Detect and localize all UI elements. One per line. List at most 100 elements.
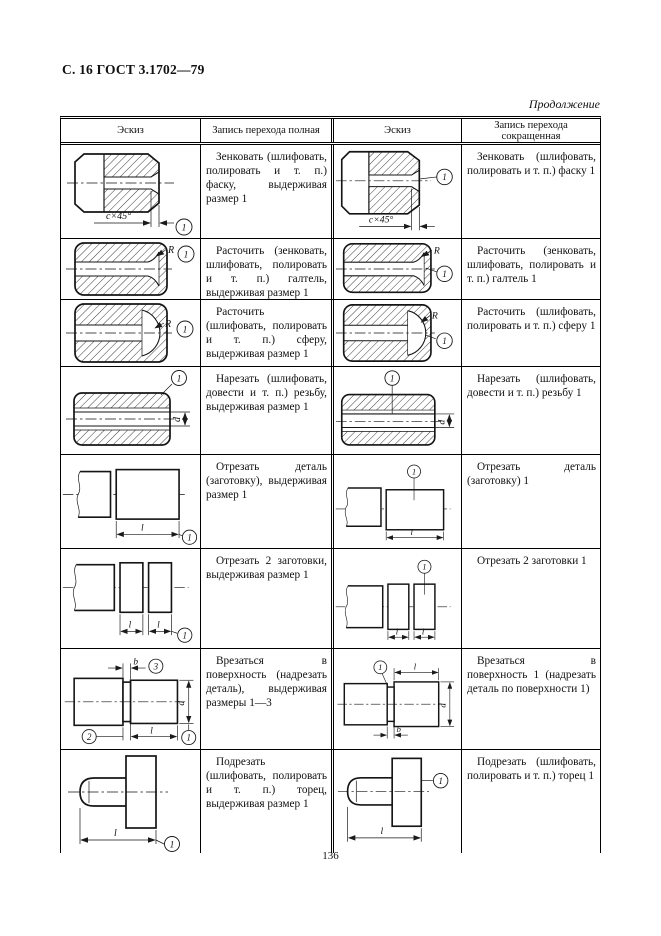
full-record-text: Врезаться в поверхность (надрезать детал… [206,655,327,709]
length-label: l [396,627,399,637]
full-record-text: Нарезать (шлифовать, довести и т. п.) ре… [206,373,327,413]
short-record-cell: Зенковать (шлифовать, полировать и т. п.… [462,145,600,238]
full-record-cell: Врезаться в поверхность (надрезать детал… [201,649,331,749]
balloon-1: 1 [417,559,432,574]
sketch-cell: l 1 [331,455,462,548]
length-label: l [141,524,144,534]
sketch-two-blanks-full: l l 1 [62,561,193,643]
col-header-sketch-full: Эскиз [61,119,201,142]
balloon-number: 1 [182,325,187,335]
sketch-cell: c×45° 1 [331,145,462,238]
table-row: R 1 Расточить (зенковать, шлифовать, пол… [61,239,600,300]
dim-label: c×45° [106,211,131,222]
sketch-two-blanks-short: l l 1 [335,559,451,640]
short-record-text: Подрезать (шлифовать, полировать и т. п.… [467,756,596,782]
balloon-1: 1 [176,320,193,338]
sketch-chamfer-short: c×45° 1 [335,150,453,231]
balloon-number: 2 [87,731,92,741]
balloon-number: 1 [422,563,426,572]
col-header-record-full: Запись перехода полная [212,125,320,136]
sketch-cutoff-full: l 1 [62,468,198,545]
balloon-1: 1 [432,772,449,788]
balloon-1: 1 [170,369,187,386]
balloon-number: 1 [442,269,447,279]
balloon-number: 1 [187,732,191,742]
full-record-cell: Нарезать (шлифовать, довести и т. п.) ре… [201,367,331,454]
balloon-number: 1 [181,223,186,233]
balloon-number: 1 [442,172,447,182]
balloon-1: 1 [384,369,400,386]
radius-label: R [167,245,174,256]
balloon-1: 1 [163,835,180,852]
diameter-label: d [437,419,448,424]
balloon-1: 1 [436,332,453,349]
short-record-text: Расточить (зенковать, шлифовать, полиров… [467,245,596,285]
balloon-1: 1 [177,627,193,643]
sketch-fillet-short: R 1 [335,242,453,294]
transitions-table: Эскиз Запись перехода полная Эскиз Запис… [60,116,601,853]
width-label: b [397,724,402,734]
balloon-number: 1 [390,373,395,383]
sketch-face-full: l 1 [67,754,180,852]
length-label: l [411,527,414,537]
balloon-number: 1 [442,336,447,346]
short-record-cell: Подрезать (шлифовать, полировать и т. п.… [462,750,600,853]
radius-label: R [433,245,440,256]
short-record-cell: Врезаться в поверхность 1 (надрезать дет… [462,649,600,749]
short-record-cell: Отрезать деталь (заготовку) 1 [462,455,600,548]
table-row: l l 1 Отрезать 2 заготовки, выдерживая р… [61,549,600,649]
length-label: l [422,627,425,637]
short-record-text: Отрезать 2 заготовки 1 [477,555,587,567]
full-record-text: Расточить (зенковать, шлифовать, полиров… [206,245,327,299]
page-title: С. 16 ГОСТ 3.1702—79 [62,62,205,77]
short-record-text: Отрезать деталь (заготовку) 1 [467,461,596,487]
sketch-cell: R 1 [331,300,462,366]
sketch-cell: R 1 [61,239,201,299]
balloon-number: 3 [153,661,159,671]
sketch-fillet-full: R 1 [65,242,194,296]
balloon-number: 1 [412,467,416,476]
diameter-label: d [438,702,448,707]
balloon-number: 1 [176,374,181,384]
sketch-thread-full: d 1 [65,369,190,446]
balloon-1: 1 [175,218,192,235]
full-record-cell: Расточить (зенковать, шлифовать, полиров… [201,239,331,299]
length-label: l [414,661,417,671]
short-record-cell: Расточить (шлифовать, полировать и т. п.… [462,300,600,366]
sketch-plunge-short: 1 l d b [337,659,455,739]
short-record-cell: Отрезать 2 заготовки 1 [462,549,600,648]
full-record-cell: Отрезать деталь (заготовку), выдерживая … [201,455,331,548]
balloon-number: 1 [438,775,443,785]
full-record-text: Расточить (шлифовать, полировать и т. п.… [206,306,327,360]
radius-label: R [431,310,438,321]
table-row: b 3 d 1 [61,649,600,750]
sketch-cell: l 1 [61,750,201,853]
sketch-cell: d 1 [61,367,201,454]
full-record-cell: Отрезать 2 заготовки, выдерживая размер … [201,549,331,648]
sketch-cell: d 1 [331,367,462,454]
sketch-sphere-short: R 1 [335,304,453,362]
balloon-3: 3 [148,658,164,674]
balloon-1: 1 [177,245,194,263]
length-label: l [114,828,117,839]
col-header-sketch-short: Эскиз [331,119,462,142]
radius-label: R [164,319,171,330]
short-record-text: Зенковать (шлифовать, полировать и т. п.… [467,151,596,177]
diameter-label: d [172,416,183,422]
balloon-1: 1 [373,659,388,674]
table-row: l 1 Подрезать (шлифовать, полировать и т… [61,750,600,853]
dim-label: c×45° [369,215,394,226]
continuation-label: Продолжение [528,97,600,111]
length-label: l [150,726,153,736]
diameter-label: d [177,700,187,705]
table-row: R 1 Расточить (шлифовать, полировать и т… [61,300,600,367]
table-row: l 1 Отрезать деталь (заготовку), выдержи… [61,455,600,549]
balloon-1: 1 [436,265,453,283]
sketch-cell: l l 1 [61,549,201,648]
length-label: l [381,825,384,836]
short-record-text: Расточить (шлифовать, полировать и т. п.… [467,306,596,332]
balloon-number: 1 [183,250,188,260]
balloon-number: 1 [183,630,188,640]
balloon-1: 1 [181,729,197,745]
